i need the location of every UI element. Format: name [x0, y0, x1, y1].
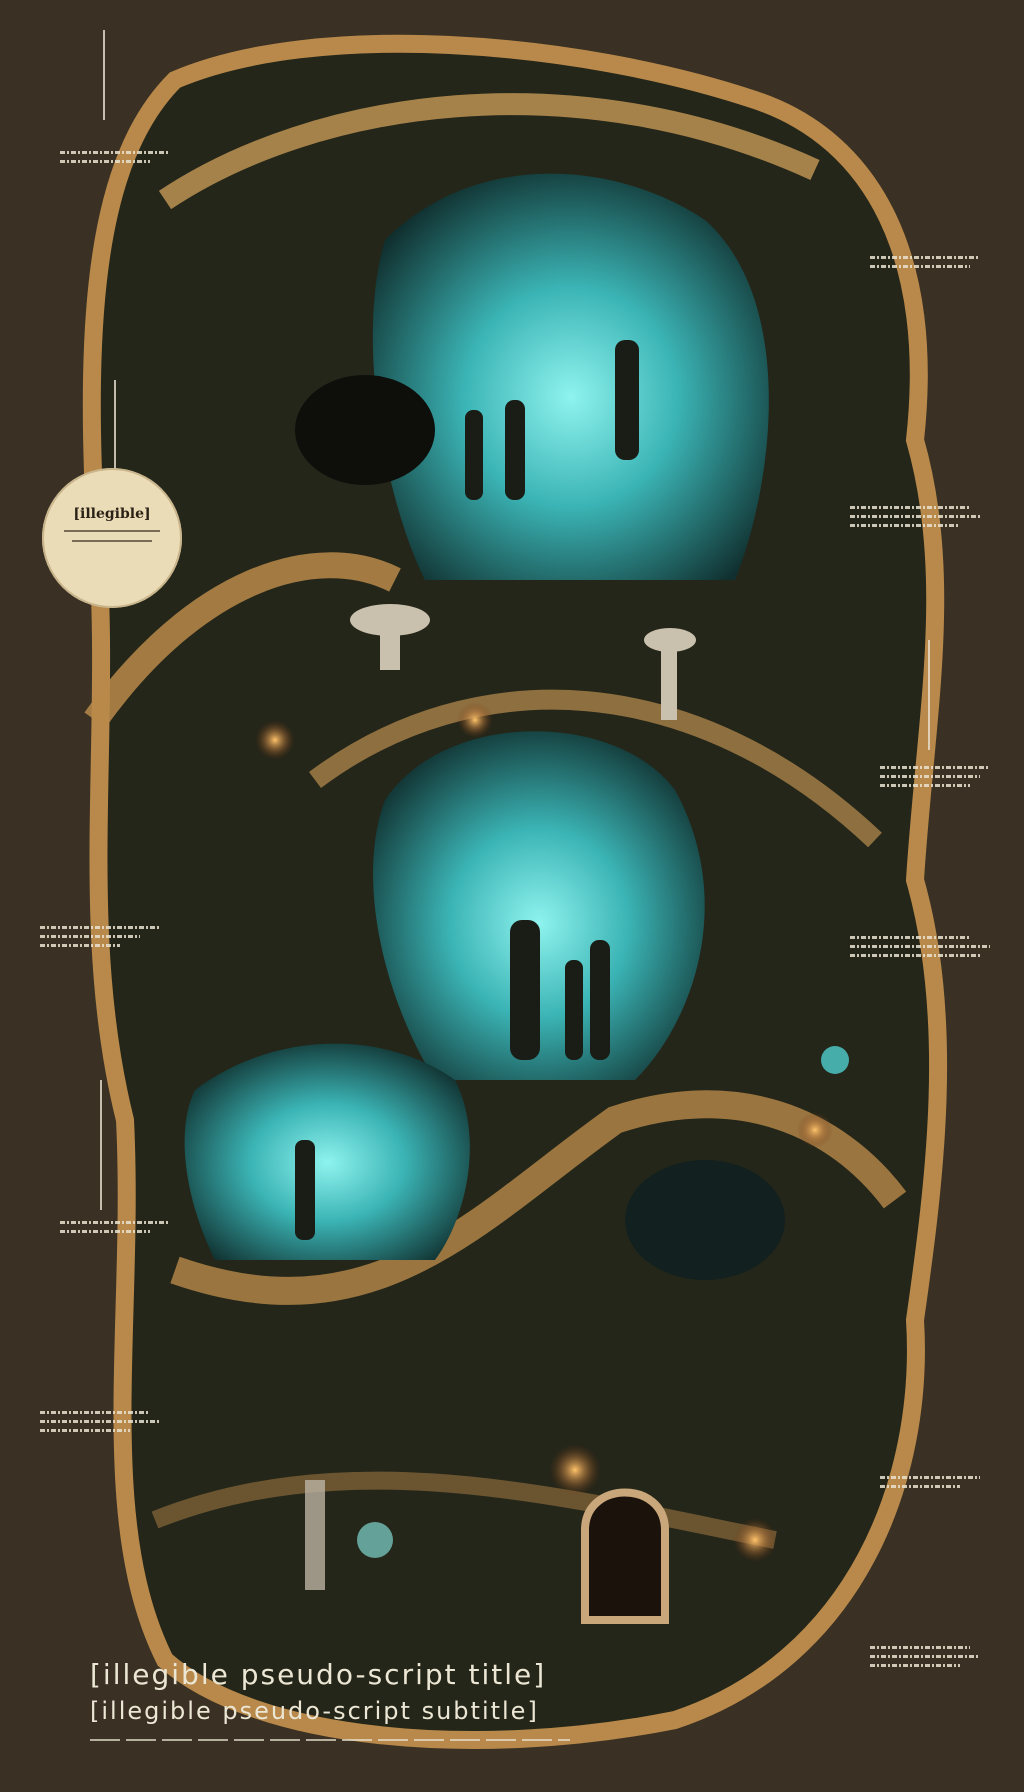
- annotation-mid-right: [850, 500, 990, 533]
- annotation-right-upper: [880, 760, 1000, 793]
- footer-title: [illegible pseudo-script title]: [90, 1658, 547, 1691]
- footer-rule: [90, 1739, 570, 1741]
- legend-badge: [illegible]: [42, 468, 182, 608]
- legend-leader-line: [114, 380, 116, 470]
- annotation-right-middle: [850, 930, 1000, 963]
- annotation-left-middle: [40, 920, 180, 953]
- annotation-bottom-right: [870, 1640, 990, 1673]
- legend-line: [64, 530, 160, 532]
- legend-title: [illegible]: [73, 506, 151, 522]
- map-footer: [illegible pseudo-script title] [illegib…: [90, 1658, 570, 1741]
- annotation-top-left: [60, 145, 180, 169]
- annotation-leader-line: [100, 1080, 102, 1210]
- annotation-left-lower: [60, 1215, 180, 1239]
- annotation-bottom-right-upper: [880, 1470, 1000, 1494]
- cave-cross-section-illustration: [55, 20, 975, 1760]
- annotation-upper-right: [870, 250, 990, 274]
- annotation-leader-line: [103, 30, 105, 120]
- legend-line: [72, 540, 152, 542]
- annotation-bottom-left: [40, 1405, 170, 1438]
- footer-subtitle: [illegible pseudo-script subtitle]: [90, 1697, 539, 1725]
- annotation-leader-line: [928, 640, 930, 750]
